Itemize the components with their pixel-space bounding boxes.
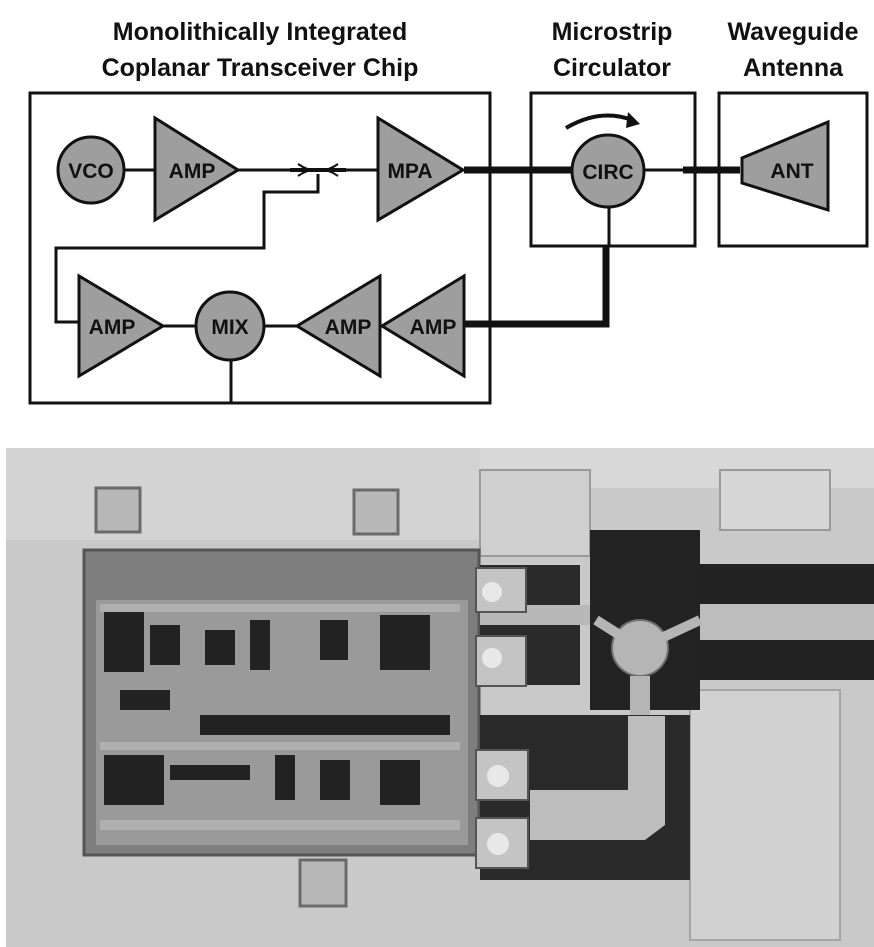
- vco-label: VCO: [68, 160, 114, 183]
- rx-amp-mid-label: AMP: [325, 316, 372, 339]
- circulator-label: CIRC: [582, 161, 633, 184]
- bond-pad: [354, 490, 398, 534]
- chip-micrograph: [6, 448, 874, 947]
- bond-pad: [96, 488, 140, 532]
- mpa-label: MPA: [387, 160, 432, 183]
- circulator-title-line2: Circulator: [553, 54, 671, 82]
- bond-pad: [300, 860, 346, 906]
- rx-amp-right-label: AMP: [410, 316, 457, 339]
- tx-amp-label: AMP: [169, 160, 216, 183]
- chip-title-line1: Monolithically Integrated: [113, 18, 407, 46]
- circulator-title-line1: Microstrip: [552, 18, 673, 46]
- circulator-arrowhead: [626, 112, 640, 128]
- circulator-arrow: [566, 116, 632, 129]
- antenna-title-line2: Antenna: [743, 54, 844, 82]
- chip-title-line2: Coplanar Transceiver Chip: [102, 54, 419, 82]
- block-diagram: Monolithically Integrated Coplanar Trans…: [30, 18, 867, 403]
- antenna-label: ANT: [770, 160, 813, 183]
- rx-amp-left-label: AMP: [89, 316, 136, 339]
- mixer-label: MIX: [211, 316, 248, 339]
- antenna-title-line1: Waveguide: [727, 18, 858, 46]
